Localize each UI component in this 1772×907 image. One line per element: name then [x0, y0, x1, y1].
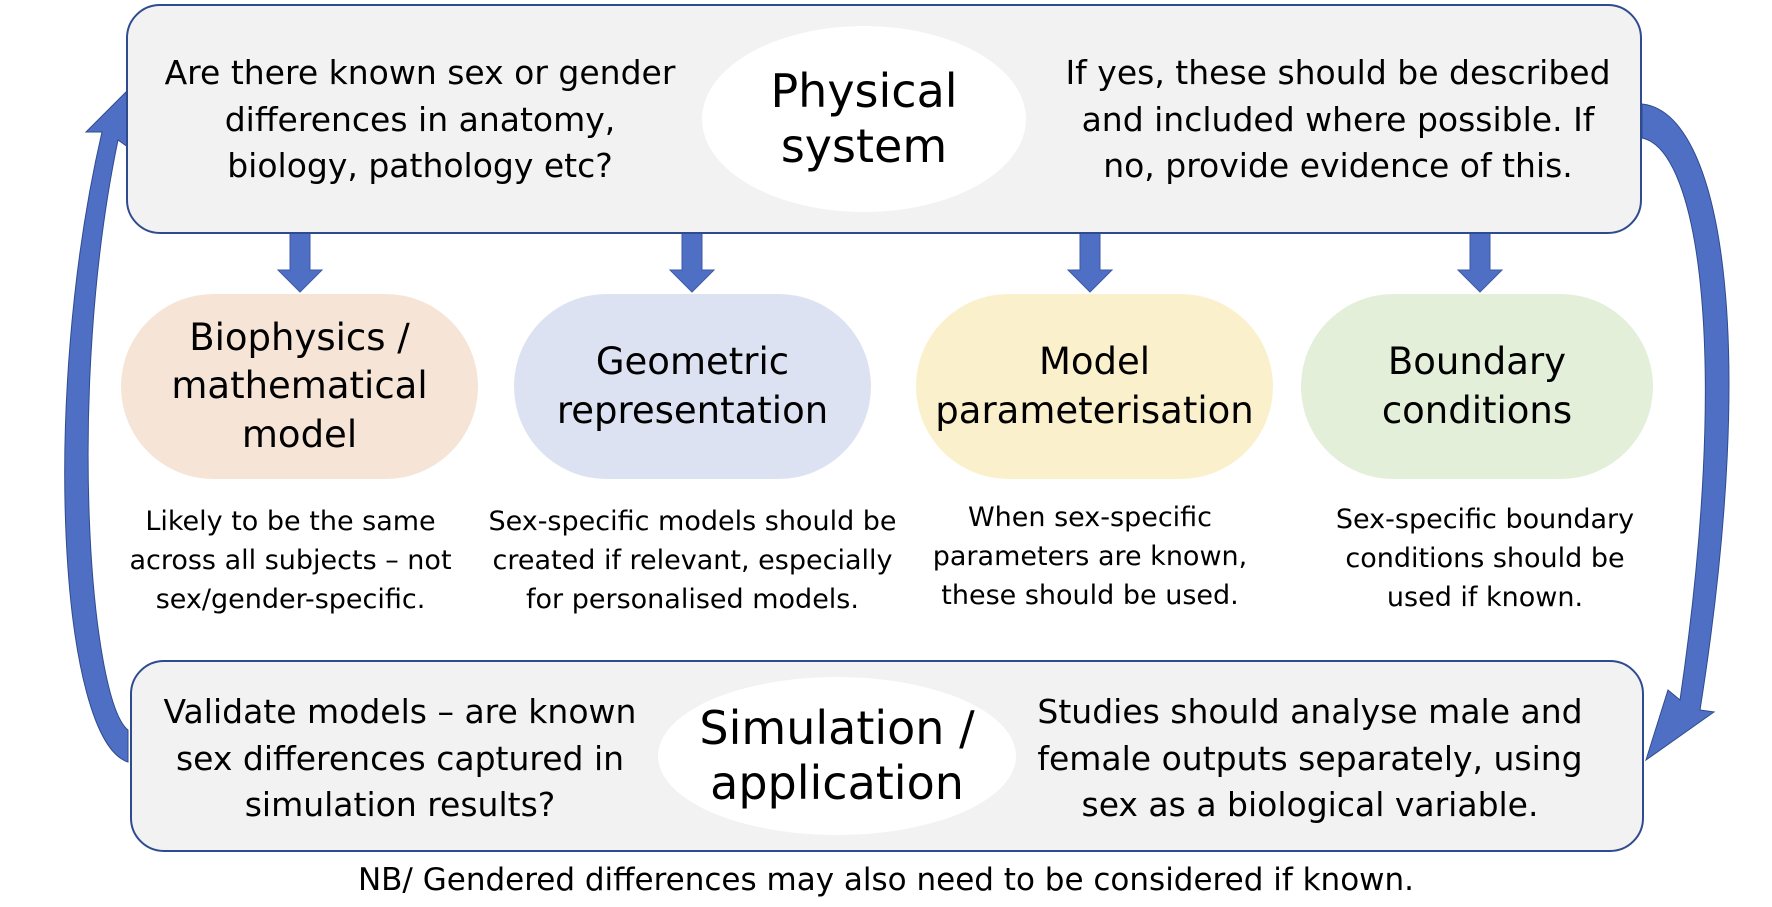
physical-system-guidance: If yes, these should be described and in…	[1065, 52, 1611, 186]
component-boundary: Boundary conditions	[1301, 294, 1653, 479]
cycle-arrow-left-icon	[64, 90, 133, 763]
footnote: NB/ Gendered differences may also need t…	[357, 862, 1415, 898]
simulation-title: Simulation / application	[658, 677, 1016, 835]
physical-system-title: Physical system	[702, 26, 1026, 212]
physical-system-question: Are there known sex or gender difference…	[164, 52, 676, 186]
component-biophysics: Biophysics / mathematical model	[121, 294, 478, 479]
simulation-analysis-text: Studies should analyse male and female o…	[1037, 691, 1583, 825]
simulation-validation-text: Validate models – are known sex differen…	[163, 691, 637, 825]
description-parameterisation: When sex-specific parameters are known, …	[932, 502, 1248, 612]
down-arrow-icon	[668, 232, 716, 293]
description-boundary: Sex-specific boundary conditions should …	[1335, 504, 1635, 614]
description-geometric: Sex-specific models should be created if…	[488, 506, 897, 616]
down-arrow-icon	[1066, 232, 1114, 293]
component-parameterisation: Model parameterisation	[916, 294, 1273, 479]
down-arrow-icon	[276, 232, 324, 293]
component-geometric: Geometric representation	[514, 294, 871, 479]
description-biophysics: Likely to be the same across all subject…	[129, 506, 452, 616]
cycle-arrow-right-icon	[1641, 103, 1730, 762]
down-arrow-icon	[1456, 232, 1504, 293]
